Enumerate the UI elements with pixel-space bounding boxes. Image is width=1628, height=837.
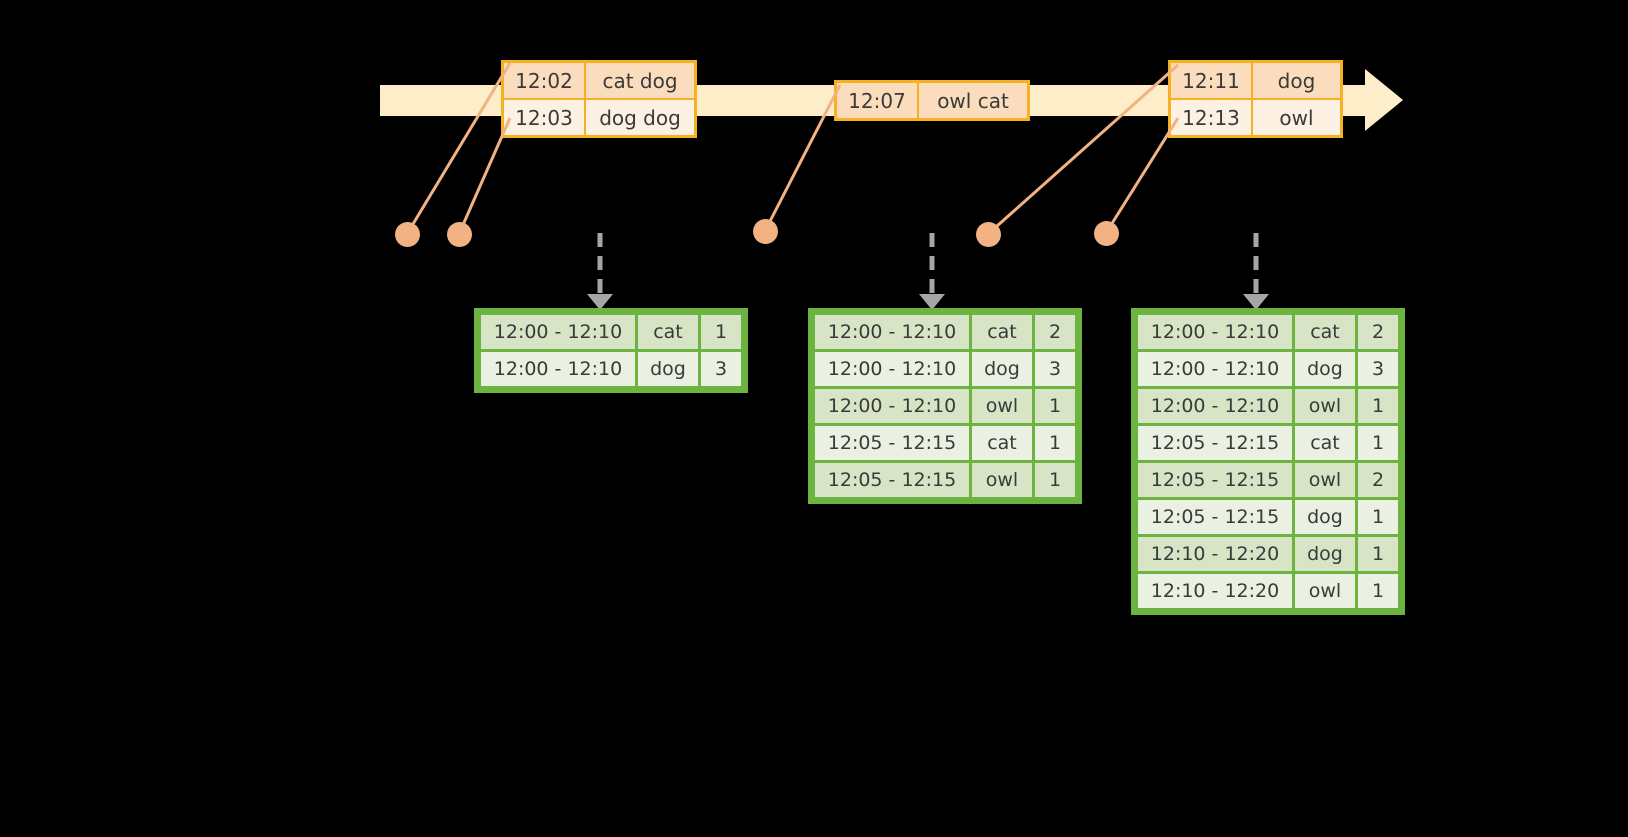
connector-1-dot xyxy=(395,222,420,247)
count-cell: 1 xyxy=(1035,463,1075,497)
event-row: 12:13 owl xyxy=(1171,98,1340,135)
key-cell: cat xyxy=(1295,426,1355,460)
key-cell: cat xyxy=(972,426,1032,460)
connector-2-dot xyxy=(447,222,472,247)
count-cell: 2 xyxy=(1358,315,1398,349)
key-cell: dog xyxy=(972,352,1032,386)
window-cell: 12:10 - 12:20 xyxy=(1138,537,1292,571)
count-cell: 1 xyxy=(1358,500,1398,534)
window-cell: 12:05 - 12:15 xyxy=(1138,500,1292,534)
key-cell: cat xyxy=(1295,315,1355,349)
key-cell: dog xyxy=(1295,500,1355,534)
key-cell: cat xyxy=(972,315,1032,349)
window-cell: 12:00 - 12:10 xyxy=(481,352,635,386)
event-value: dog dog xyxy=(586,100,694,135)
key-cell: owl xyxy=(1295,574,1355,608)
connector-5-dot xyxy=(1094,221,1119,246)
event-time: 12:02 xyxy=(504,63,586,98)
count-cell: 2 xyxy=(1358,463,1398,497)
event-row: 12:07 owl cat xyxy=(837,83,1027,118)
window-cell: 12:05 - 12:15 xyxy=(1138,463,1292,497)
count-cell: 1 xyxy=(701,315,741,349)
event-value: owl cat xyxy=(919,83,1027,118)
event-box-group-3[interactable]: 12:11 dog 12:13 owl xyxy=(1168,60,1343,138)
connector-4-dot xyxy=(976,222,1001,247)
key-cell: owl xyxy=(972,463,1032,497)
window-cell: 12:00 - 12:10 xyxy=(1138,389,1292,423)
count-cell: 3 xyxy=(1035,352,1075,386)
key-cell: owl xyxy=(972,389,1032,423)
window-cell: 12:00 - 12:10 xyxy=(481,315,635,349)
event-value: owl xyxy=(1253,100,1340,135)
event-time: 12:07 xyxy=(837,83,919,118)
count-cell: 1 xyxy=(1358,426,1398,460)
count-cell: 1 xyxy=(1035,389,1075,423)
window-cell: 12:00 - 12:10 xyxy=(815,315,969,349)
key-cell: cat xyxy=(638,315,698,349)
event-time: 12:03 xyxy=(504,100,586,135)
count-cell: 1 xyxy=(1358,537,1398,571)
event-box-group-1[interactable]: 12:02 cat dog 12:03 dog dog xyxy=(501,60,697,138)
key-cell: owl xyxy=(1295,463,1355,497)
connector-3-dot xyxy=(753,219,778,244)
event-row: 12:02 cat dog xyxy=(504,63,694,98)
count-cell: 1 xyxy=(1358,574,1398,608)
event-value: dog xyxy=(1253,63,1340,98)
event-time: 12:13 xyxy=(1171,100,1253,135)
window-cell: 12:00 - 12:10 xyxy=(1138,352,1292,386)
window-cell: 12:00 - 12:10 xyxy=(1138,315,1292,349)
window-cell: 12:00 - 12:10 xyxy=(815,352,969,386)
count-cell: 3 xyxy=(701,352,741,386)
key-cell: dog xyxy=(1295,537,1355,571)
count-cell: 1 xyxy=(1358,389,1398,423)
count-cell: 1 xyxy=(1035,426,1075,460)
event-value: cat dog xyxy=(586,63,694,98)
window-cell: 12:00 - 12:10 xyxy=(815,389,969,423)
timeline-arrow-head xyxy=(1365,69,1403,131)
key-cell: dog xyxy=(1295,352,1355,386)
key-cell: owl xyxy=(1295,389,1355,423)
window-cell: 12:05 - 12:15 xyxy=(1138,426,1292,460)
window-cell: 12:05 - 12:15 xyxy=(815,426,969,460)
window-cell: 12:05 - 12:15 xyxy=(815,463,969,497)
count-cell: 2 xyxy=(1035,315,1075,349)
count-cell: 3 xyxy=(1358,352,1398,386)
event-time: 12:11 xyxy=(1171,63,1253,98)
event-box-group-2[interactable]: 12:07 owl cat xyxy=(834,80,1030,121)
window-cell: 12:10 - 12:20 xyxy=(1138,574,1292,608)
event-row: 12:03 dog dog xyxy=(504,98,694,135)
key-cell: dog xyxy=(638,352,698,386)
event-row: 12:11 dog xyxy=(1171,63,1340,98)
